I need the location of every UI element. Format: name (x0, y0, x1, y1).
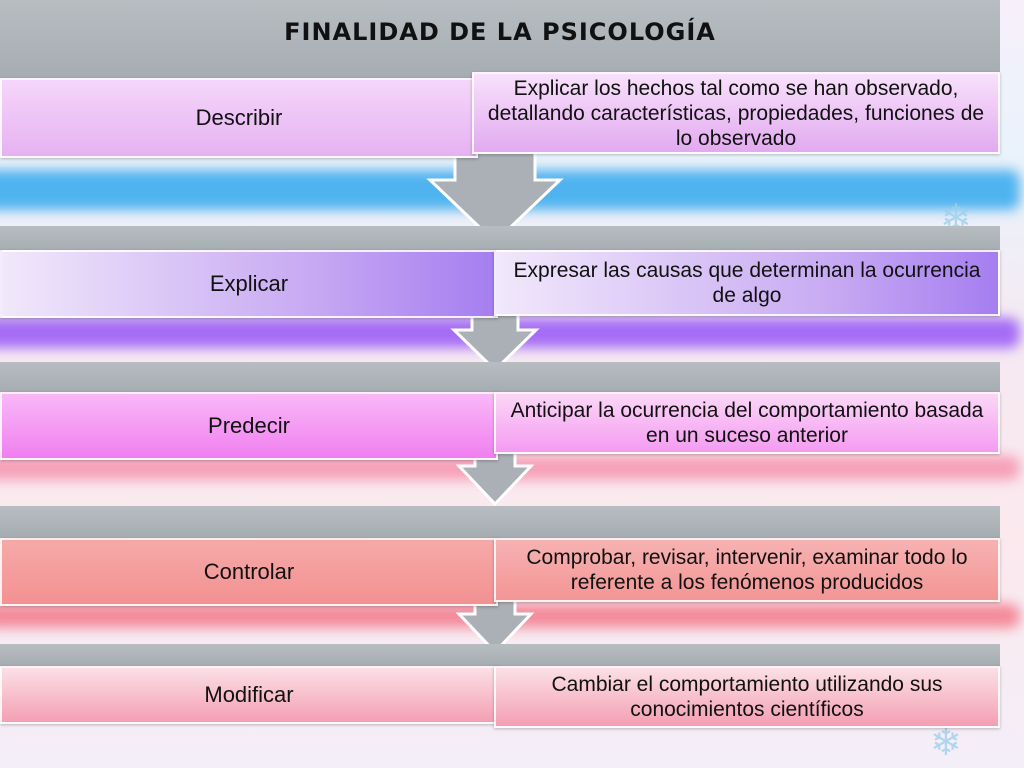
step-label-controlar: Controlar (0, 538, 498, 606)
step-description-text: Cambiar el comportamiento utilizando sus… (551, 673, 943, 721)
step-description-predecir: Anticipar la ocurrencia del comportamien… (494, 392, 1000, 454)
step-description-text: Expresar las causas que determinan la oc… (513, 259, 981, 307)
step-label-explicar: Explicar (0, 250, 498, 318)
snowflake-icon: ❄ (930, 722, 962, 764)
step-description-text: Explicar los hechos tal como se han obse… (487, 76, 985, 150)
page-title: FINALIDAD DE LA PSICOLOGÍA (284, 18, 716, 46)
step-bar-explicar (0, 226, 1000, 253)
step-description-modificar: Cambiar el comportamiento utilizando sus… (494, 666, 1000, 728)
step-bar-modificar (0, 644, 1000, 667)
step-label-describir: Describir (0, 78, 478, 158)
step-description-explicar: Expresar las causas que determinan la oc… (494, 250, 1000, 316)
step-description-controlar: Comprobar, revisar, intervenir, examinar… (494, 538, 1000, 602)
step-description-text: Comprobar, revisar, intervenir, examinar… (526, 546, 968, 594)
step-label-text: Predecir (208, 413, 290, 438)
down-arrow-icon (426, 150, 564, 245)
step-label-text: Modificar (204, 682, 294, 707)
step-label-text: Describir (195, 105, 283, 130)
step-label-modificar: Modificar (0, 666, 498, 724)
step-bar-controlar (0, 506, 1000, 539)
step-label-predecir: Predecir (0, 392, 498, 460)
step-description-describir: Explicar los hechos tal como se han obse… (472, 72, 1000, 154)
step-description-text: Anticipar la ocurrencia del comportamien… (510, 399, 984, 447)
step-label-text: Explicar (209, 271, 289, 296)
step-label-text: Controlar (203, 559, 295, 584)
header-bar (0, 0, 1000, 79)
step-bar-predecir (0, 362, 1000, 393)
